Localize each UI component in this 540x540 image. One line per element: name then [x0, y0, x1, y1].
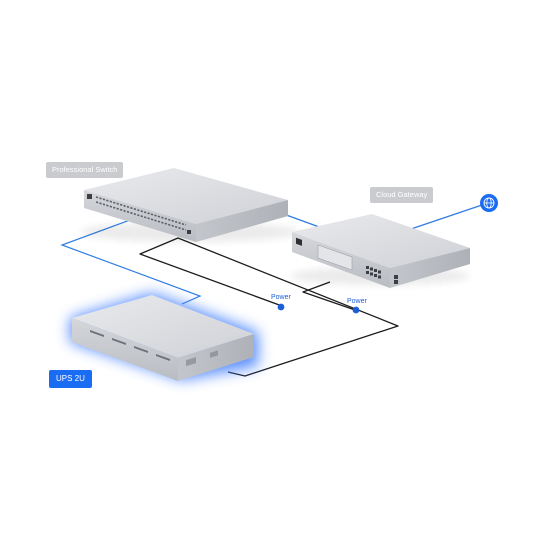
ups-device[interactable] — [70, 293, 258, 381]
power-connector-dot — [352, 306, 360, 314]
ups-label: UPS 2U — [49, 370, 92, 388]
power-label: Power — [271, 294, 291, 301]
power-label: Power — [347, 298, 367, 305]
network-cable-gateway-internet — [407, 204, 483, 231]
switch-label: Professional Switch — [46, 162, 124, 178]
power-cable-ups-switch — [139, 237, 399, 377]
switch-device[interactable] — [80, 168, 300, 242]
gateway-device[interactable] — [290, 214, 470, 288]
globe-icon — [480, 194, 498, 212]
gateway-label: Cloud Gateway — [370, 187, 434, 203]
power-connector-dot — [277, 303, 285, 311]
switch-port-row — [95, 196, 187, 231]
power-cable-ups-gateway — [302, 281, 356, 311]
